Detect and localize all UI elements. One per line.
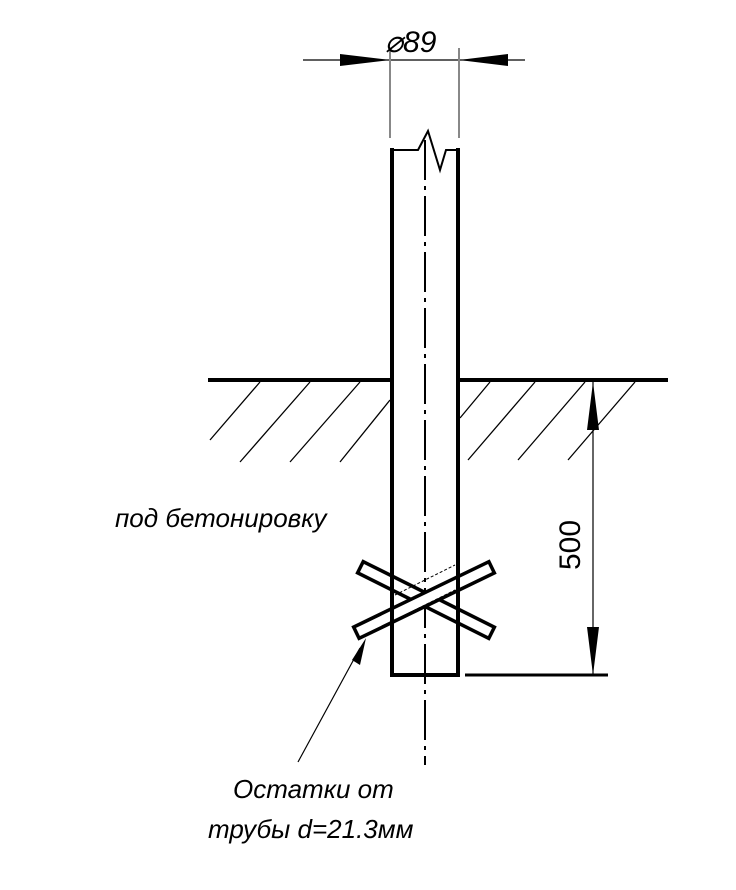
remnants-label-line1: Остатки от — [233, 774, 394, 804]
anchor-bars — [351, 530, 497, 677]
diameter-dimension: ⌀89 — [303, 26, 525, 138]
depth-dimension: 500 — [465, 382, 608, 677]
depth-label: 500 — [554, 520, 587, 570]
pipe — [390, 128, 460, 765]
leader-arrow — [297, 638, 366, 763]
concrete-label: под бетонировку — [115, 503, 329, 533]
diameter-label: ⌀89 — [385, 26, 437, 59]
remnants-label-line2: трубы d=21.3мм — [208, 814, 414, 844]
ground — [208, 378, 668, 463]
